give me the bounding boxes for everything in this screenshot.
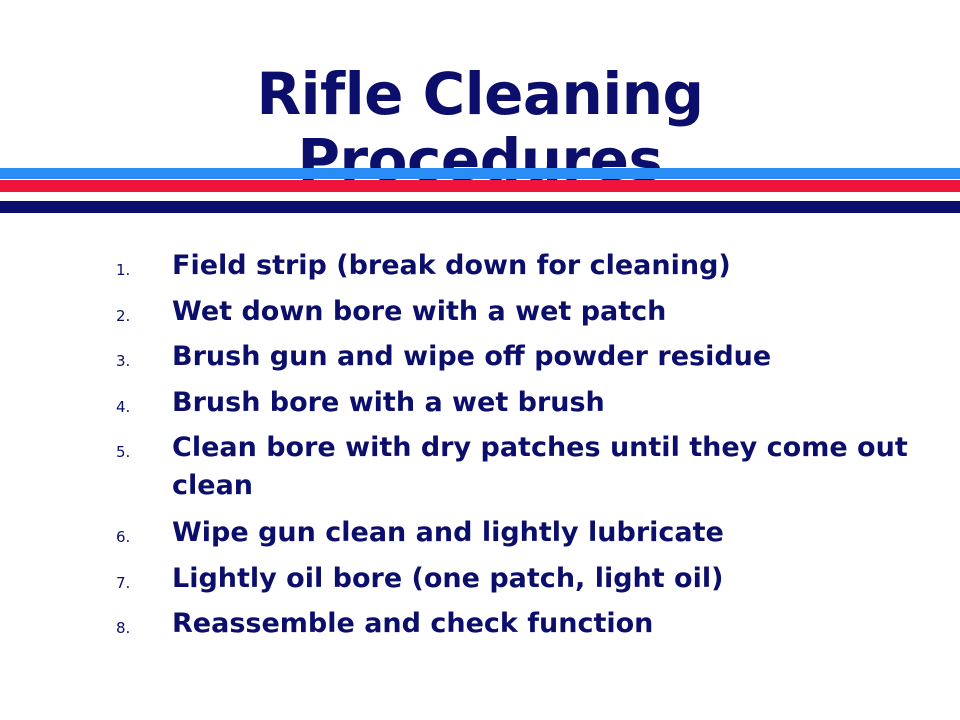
step-number: 1. [116, 261, 131, 279]
procedure-list: 1. Field strip (break down for cleaning)… [0, 247, 960, 651]
list-item: 4. Brush bore with a wet brush [0, 384, 960, 430]
list-item: 7. Lightly oil bore (one patch, light oi… [0, 560, 960, 606]
divider-stripe-red [0, 180, 960, 192]
step-number: 4. [116, 397, 131, 416]
step-text: Field strip (break down for cleaning) [172, 250, 731, 281]
list-item: 3. Brush gun and wipe off powder residue [0, 338, 960, 384]
step-number: 8. [116, 619, 131, 637]
divider-stripe-navy [0, 201, 960, 213]
step-text: Wipe gun clean and lightly lubricate [172, 517, 724, 548]
list-item: 2. Wet down bore with a wet patch [0, 293, 960, 339]
step-number: 7. [116, 573, 131, 592]
list-item: 8. Reassemble and check function [0, 605, 960, 651]
divider-stripe-light-blue [0, 168, 960, 179]
step-number: 3. [116, 352, 131, 370]
list-item: 5. Clean bore with dry patches until the… [0, 429, 960, 514]
step-text: Reassemble and check function [172, 608, 654, 639]
step-text: Wet down bore with a wet patch [172, 295, 667, 327]
step-number: 5. [116, 443, 131, 461]
title-line-1: Rifle Cleaning [256, 59, 704, 128]
step-number: 6. [116, 528, 131, 546]
list-item: 1. Field strip (break down for cleaning) [0, 247, 960, 293]
page-title: Rifle Cleaning Procedures [0, 61, 960, 193]
step-text: Brush bore with a wet brush [172, 386, 605, 418]
step-text: Brush gun and wipe off powder residue [172, 341, 772, 372]
step-text: Lightly oil bore (one patch, light oil) [172, 562, 724, 594]
step-number: 2. [116, 306, 131, 325]
list-item: 6. Wipe gun clean and lightly lubricate [0, 514, 960, 560]
step-text: Clean bore with dry patches until they c… [172, 432, 908, 501]
